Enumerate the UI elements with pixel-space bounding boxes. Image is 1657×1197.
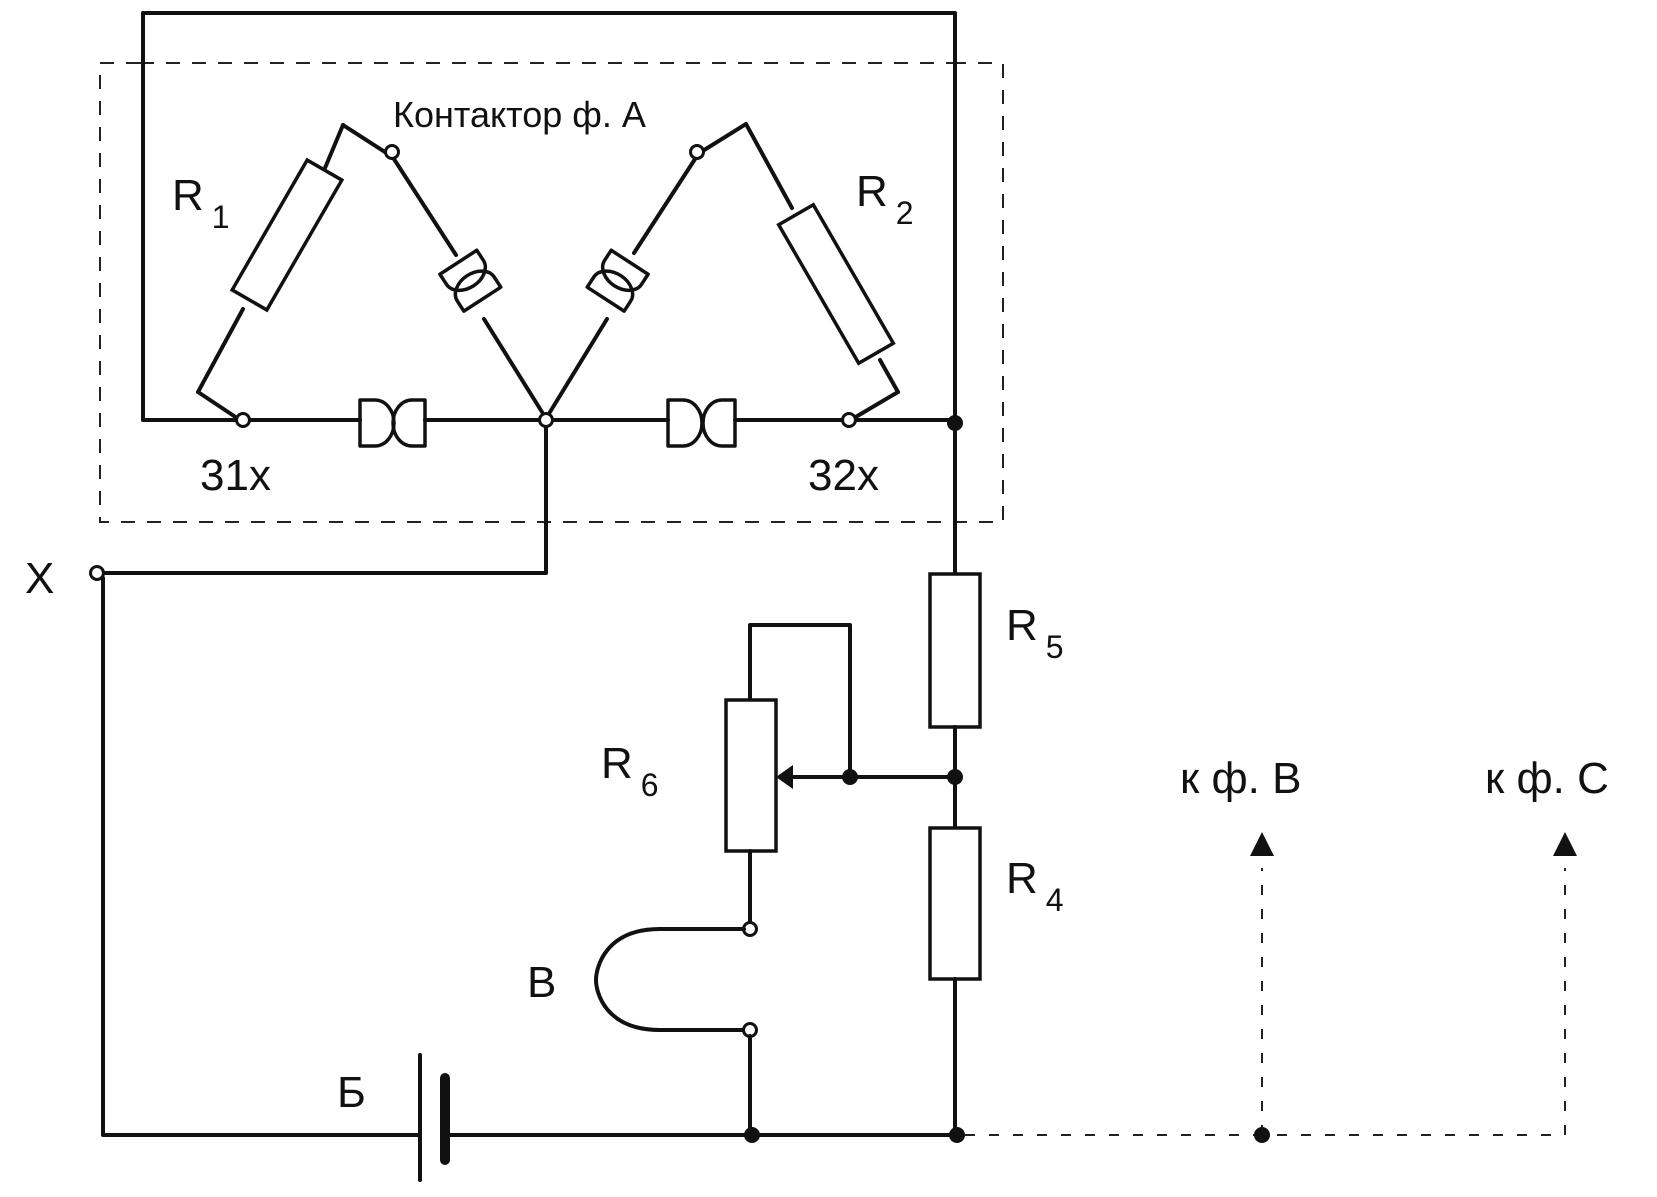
r1-upper-lead bbox=[323, 123, 345, 170]
center-to-x-wire bbox=[101, 425, 548, 575]
terminal-top-right bbox=[689, 144, 705, 160]
r1-top-wire bbox=[341, 123, 390, 156]
label-b: В bbox=[527, 958, 556, 1007]
resistor-r2 bbox=[776, 202, 896, 366]
r6-top-loop-wire bbox=[748, 623, 852, 779]
contact-left-diagonal bbox=[438, 248, 503, 313]
r1-lower-lead bbox=[196, 307, 245, 394]
contact-left-horizontal-a bbox=[358, 398, 396, 448]
top-frame-wire bbox=[141, 11, 957, 422]
label-battery: Б bbox=[337, 1068, 366, 1117]
resistor-r5 bbox=[928, 572, 982, 729]
r2-top-wire bbox=[699, 122, 748, 154]
right-diag-wire-upper bbox=[632, 154, 699, 255]
contact-left-horizontal-b bbox=[391, 398, 427, 448]
r1-lower-wire bbox=[196, 390, 239, 420]
contactor-label: Контактор ф. А bbox=[393, 94, 646, 135]
jumper-b bbox=[594, 927, 746, 1032]
x-to-battery-wire bbox=[101, 576, 422, 1137]
node-bus-right bbox=[949, 1127, 965, 1143]
r2-lower-wire bbox=[852, 390, 900, 420]
resistor-r6 bbox=[724, 698, 778, 853]
label-terminal-32x: 32x bbox=[808, 451, 879, 500]
terminal-top-left bbox=[384, 144, 400, 160]
resistor-r1 bbox=[229, 157, 345, 313]
terminal-center bbox=[538, 412, 554, 428]
node-wiper bbox=[842, 769, 858, 785]
contact-right-diagonal bbox=[585, 248, 650, 313]
left-diag-wire-lower bbox=[482, 317, 544, 414]
contact-right-horizontal-b bbox=[701, 398, 737, 448]
label-terminal-31x: 31x bbox=[200, 451, 271, 500]
left-diag-wire-upper bbox=[390, 154, 458, 257]
right-diag-wire-lower bbox=[548, 317, 609, 414]
node-phase-b bbox=[1254, 1127, 1270, 1143]
r2-upper-lead bbox=[744, 122, 794, 210]
phase-c-arrow bbox=[1553, 832, 1577, 856]
terminal-x bbox=[89, 565, 105, 581]
resistor-r4 bbox=[928, 826, 982, 981]
label-to-phase-b: к ф. В bbox=[1180, 754, 1301, 803]
r2-lower-lead bbox=[878, 358, 900, 394]
contactor-enclosure bbox=[99, 62, 1004, 523]
label-to-phase-c: к ф. С bbox=[1485, 754, 1609, 803]
contact-right-horizontal-a bbox=[666, 398, 704, 448]
terminal-31x bbox=[235, 412, 251, 428]
phase-b-arrow bbox=[1250, 832, 1274, 856]
node-bus-left bbox=[744, 1127, 760, 1143]
terminal-32x bbox=[841, 412, 857, 428]
r6-wiper-arrow bbox=[776, 765, 793, 789]
label-x: X bbox=[25, 554, 54, 603]
